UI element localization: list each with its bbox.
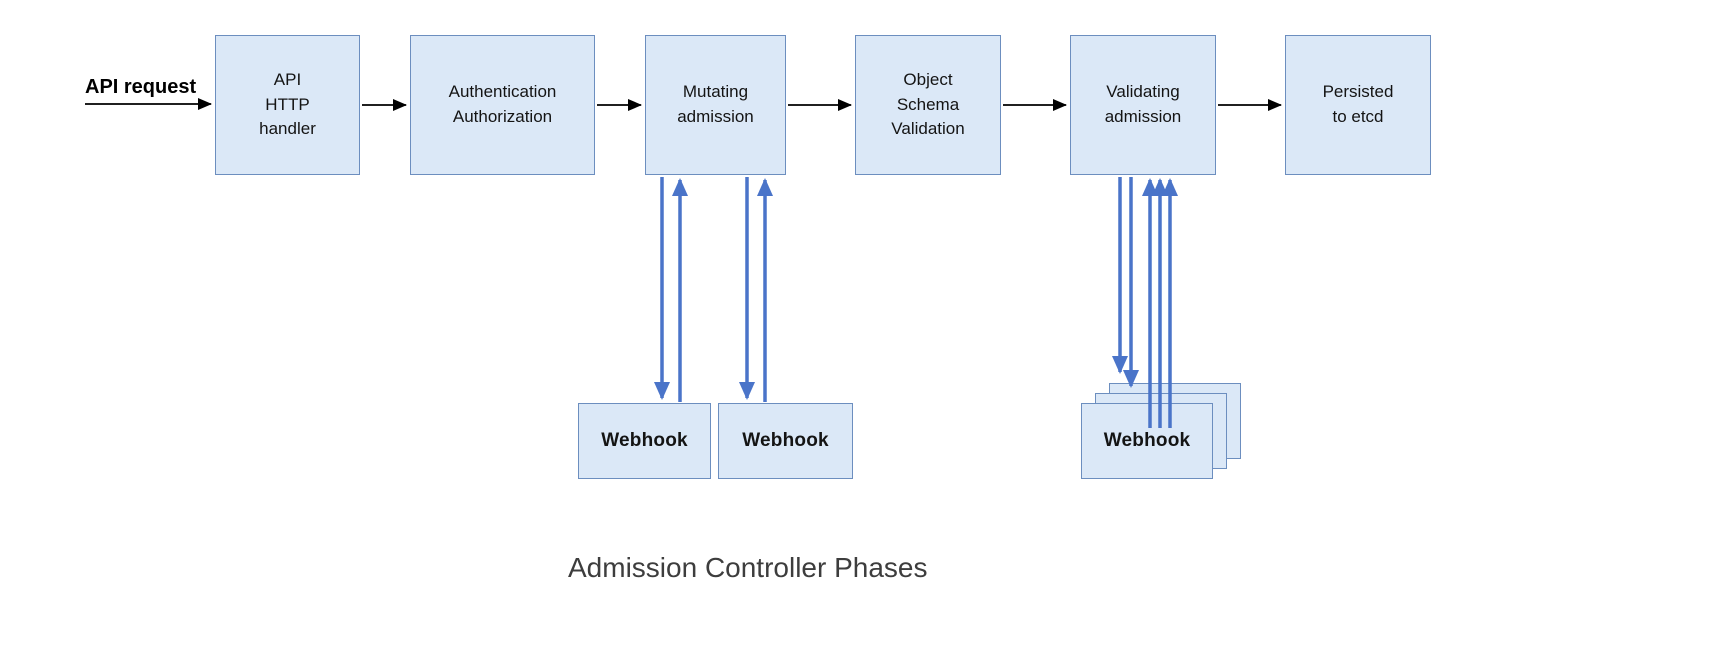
webhook-label: Webhook xyxy=(742,430,829,451)
diagram-caption: Admission Controller Phases xyxy=(568,552,928,583)
phase-box-persisted-to-etcd: Persisted to etcd xyxy=(1285,35,1431,175)
phase-label: Validating admission xyxy=(1104,82,1182,126)
phase-box-validating-admission: Validating admission xyxy=(1070,35,1216,175)
webhook-label: Webhook xyxy=(1103,430,1191,451)
phase-label: Object Schema Validation xyxy=(891,70,965,139)
phase-label: Persisted to etcd xyxy=(1322,82,1394,126)
webhook-box-validating-front: Webhook xyxy=(1081,403,1213,479)
phase-label: Authentication Authorization xyxy=(448,82,557,126)
phase-label: Mutating admission xyxy=(677,82,754,126)
webhook-box-mutating-1: Webhook xyxy=(578,403,711,479)
phase-box-api-http-handler: API HTTP handler xyxy=(215,35,360,175)
phase-box-authentication-authorization: Authentication Authorization xyxy=(410,35,595,175)
webhook-label: Webhook xyxy=(601,430,688,451)
phase-box-object-schema-validation: Object Schema Validation xyxy=(855,35,1001,175)
webhook-box-mutating-2: Webhook xyxy=(718,403,853,479)
api-request-label: API request xyxy=(85,76,197,98)
phase-label: API HTTP handler xyxy=(259,70,316,139)
phase-box-mutating-admission: Mutating admission xyxy=(645,35,786,175)
